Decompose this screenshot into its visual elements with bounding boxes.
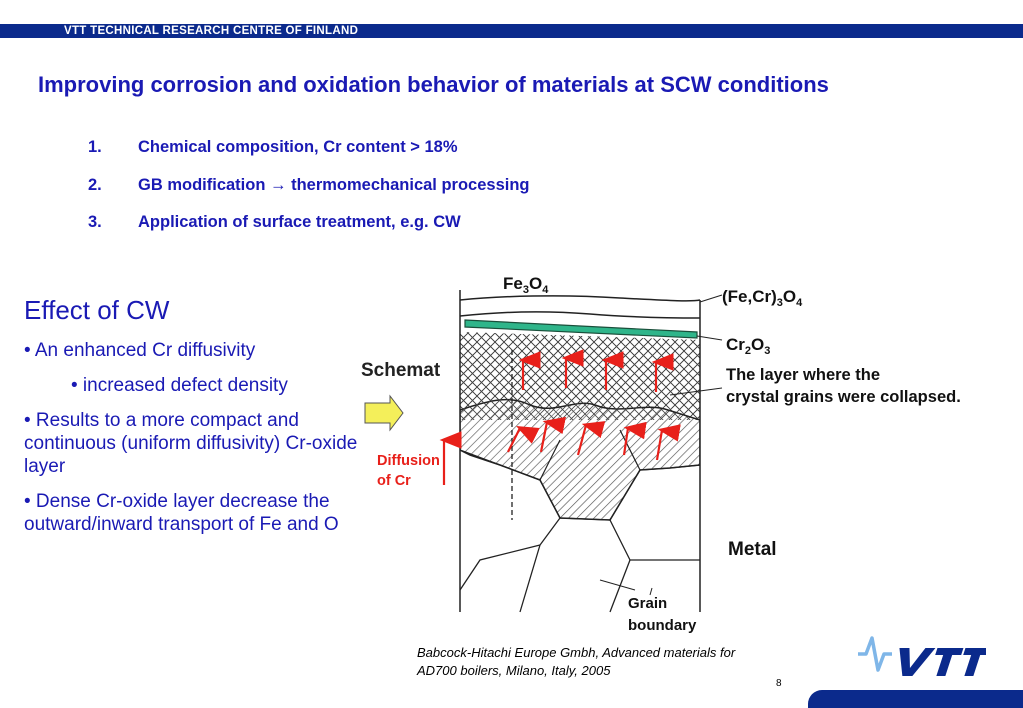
grain-boundary-label-line2: boundary	[628, 617, 697, 634]
sub-bullet-point: • increased defect density	[71, 375, 288, 396]
list-item: 3. Application of surface treatment, e.g.…	[88, 213, 530, 251]
diffusion-label-line2: of Cr	[377, 473, 411, 489]
effect-panel: Effect of CW • An enhanced Cr diffusivit…	[24, 295, 369, 548]
input-arrow-icon	[364, 394, 404, 432]
effect-heading: Effect of CW	[24, 295, 170, 325]
numbered-list: 1. Chemical composition, Cr content > 18%…	[88, 138, 530, 251]
header-bar: VTT TECHNICAL RESEARCH CENTRE OF FINLAND	[0, 24, 1023, 38]
schematic-label: Schemat	[361, 360, 441, 381]
bullet-point: • Results to a more compact and continuo…	[24, 410, 358, 477]
cr2o3-label: Cr2O3	[726, 335, 770, 357]
list-item-number: 1.	[88, 138, 102, 156]
list-item-number: 3.	[88, 213, 102, 231]
page-number: 8	[776, 678, 782, 689]
wave-icon	[858, 636, 892, 672]
list-item-text: Application of surface treatment, e.g. C…	[138, 213, 461, 231]
vtt-logo	[858, 636, 986, 676]
metal-label: Metal	[728, 539, 777, 560]
fe3o4-label: Fe3O4	[503, 274, 549, 296]
cr-diffusion-arrows	[439, 349, 681, 485]
cw-schematic-diagram: Schemat Fe3O4 (Fe,Cr)3O4 Cr2O3 The layer…	[361, 274, 961, 634]
collapsed-layer-label-line1: The layer where the	[726, 366, 880, 384]
fecr-oxide-label: (Fe,Cr)3O4	[722, 287, 803, 309]
collapsed-layer-label-line2: crystal grains were collapsed.	[726, 388, 961, 406]
grain-boundary-label-line1: Grain	[628, 595, 667, 612]
slide-title: Improving corrosion and oxidation behavi…	[38, 72, 829, 97]
list-item: 2. GB modification → thermomechanical pro…	[88, 176, 530, 214]
list-item: 1. Chemical composition, Cr content > 18%	[88, 138, 530, 176]
footer-bar	[808, 690, 1023, 708]
diffusion-label-line1: Diffusion	[377, 453, 440, 469]
bullet-point: • An enhanced Cr diffusivity	[24, 340, 256, 361]
header-org-name: VTT TECHNICAL RESEARCH CENTRE OF FINLAND	[64, 25, 359, 37]
cr2o3-band	[464, 319, 698, 339]
bullet-point: • Dense Cr-oxide layer decrease the outw…	[24, 491, 339, 535]
list-item-text: GB modification → thermomechanical proce…	[138, 175, 530, 194]
list-item-number: 2.	[88, 175, 102, 194]
source-citation: Babcock-Hitachi Europe Gmbh, Advanced ma…	[417, 645, 736, 678]
list-item-text: Chemical composition, Cr content > 18%	[138, 138, 458, 156]
